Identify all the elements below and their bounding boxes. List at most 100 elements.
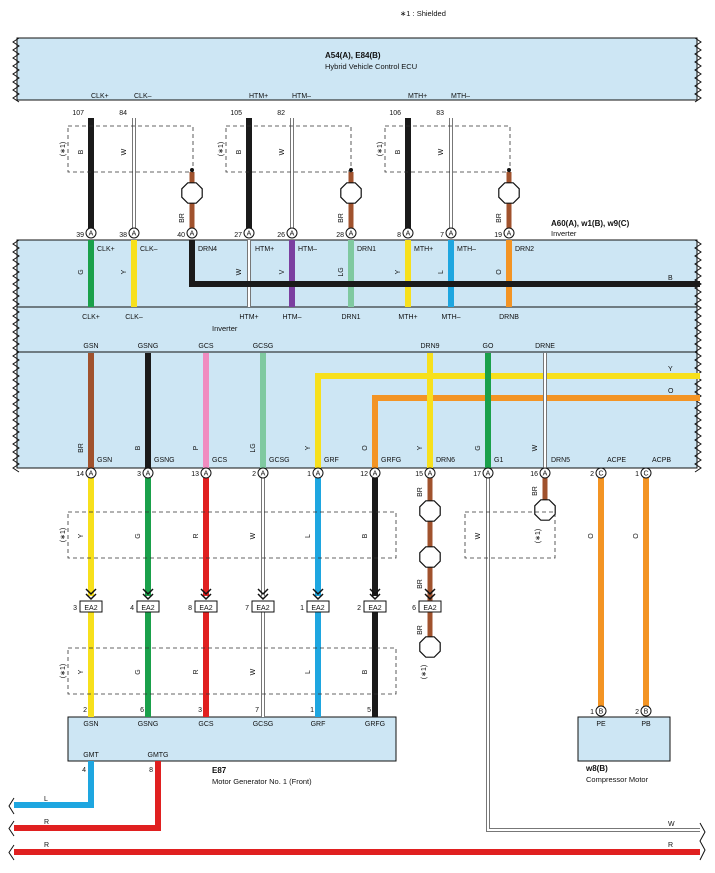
inverter-wire-color: L <box>438 270 445 274</box>
inverter-pin-number: 40 <box>177 232 185 239</box>
ea2-connector <box>418 600 442 613</box>
compressor-pin-number: 2 <box>635 709 639 716</box>
inverter-bottom-pin-conn: A <box>543 471 548 478</box>
ecu-pin-label: MTH+ <box>408 93 427 100</box>
drn5-octagon <box>534 499 556 521</box>
inverter-o-line-color: O <box>668 388 674 395</box>
lower-wire-color: Y <box>78 533 85 538</box>
inverter-bottom-label: DRN6 <box>436 457 455 464</box>
inverter-lower-wire-color: O <box>362 445 369 451</box>
inverter-bottom-pin-circle <box>369 467 381 479</box>
mg1-pin-label: GRF <box>311 721 326 728</box>
inverter-bottom-label: GSNG <box>154 457 175 464</box>
inverter-bottom-number: 2 <box>252 471 256 478</box>
shield-label: (∗1) <box>218 142 225 156</box>
shield-label: (∗1) <box>377 142 384 156</box>
inverter-pin-circle <box>85 227 97 239</box>
inverter-pin-label: HTM– <box>298 246 317 253</box>
inverter-bottom-number: 14 <box>76 471 84 478</box>
inverter-bottom-label: G1 <box>494 457 503 464</box>
ea2-pin-number: 1 <box>300 605 304 612</box>
mg1-pin-number: 1 <box>310 707 314 714</box>
g1-wire-core <box>487 478 700 831</box>
ea2-label: EA2 <box>84 605 97 612</box>
lower-wire-color: B <box>362 533 369 538</box>
inverter-bottom-pin-conn: C <box>643 471 648 478</box>
inverter-subtitle: Inverter <box>551 229 577 238</box>
lower-wire-color: L <box>305 534 312 538</box>
inverter-lower-wire-color: G <box>475 445 482 450</box>
inverter-mid-label: MTH– <box>441 314 460 321</box>
inverter-pin-label: DRN4 <box>198 246 217 253</box>
mg1-pin-label: GCS <box>198 721 214 728</box>
mg1-pin-number: 7 <box>255 707 259 714</box>
inverter-lower-top-label: GCSG <box>253 343 274 350</box>
ea2-chevron <box>369 593 381 601</box>
inverter-bottom-pin-conn: A <box>316 471 321 478</box>
lower-wire-color: W <box>250 668 257 675</box>
drain-wire-color: BR <box>179 213 186 223</box>
shield-label: (∗1) <box>60 664 67 678</box>
ecu-wire-color: B <box>395 149 402 154</box>
ecu-pin-label: MTH– <box>451 93 470 100</box>
compressor-pin-conn: B <box>644 709 649 716</box>
ecu-pin-number: 105 <box>230 110 242 117</box>
lower-wire-color: L <box>305 670 312 674</box>
inverter-bottom-pin-conn: A <box>89 471 94 478</box>
ea2-chevron <box>85 593 97 601</box>
g1-wire-color: W <box>475 532 482 539</box>
inverter-bottom-number: 17 <box>473 471 481 478</box>
inverter-pin-conn: A <box>290 231 295 238</box>
inverter-mid-label: CLK+ <box>82 314 100 321</box>
shield-box <box>225 125 352 173</box>
inverter-mid-label: DRN1 <box>341 314 360 321</box>
ea2-chevron <box>369 588 381 596</box>
compressor-pin-circle <box>595 705 607 717</box>
shield-ground-octagon <box>340 182 362 204</box>
inverter-bottom-pin-circle <box>142 467 154 479</box>
ecu-pin-number: 106 <box>389 110 401 117</box>
wire-break-left <box>8 820 15 837</box>
inverter-lower-wire-color: P <box>193 445 200 450</box>
ecu-box <box>16 37 698 101</box>
ea2-chevron <box>200 588 212 596</box>
drn6-wire-color: BR <box>417 579 424 589</box>
g1-bottom-color: W <box>668 821 675 828</box>
gmtg-wire <box>14 761 161 831</box>
ea2-label: EA2 <box>256 605 269 612</box>
compressor-pin-label: PB <box>641 721 651 728</box>
inverter-mid-label: CLK– <box>125 314 143 321</box>
mg1-bottom-number: 4 <box>82 767 86 774</box>
drn6-octagon-1 <box>419 500 441 522</box>
inverter-bottom-label: GRFG <box>381 457 401 464</box>
mg1-pin-number: 2 <box>83 707 87 714</box>
ea2-chevron <box>257 588 269 596</box>
inverter-bottom-label: ACPB <box>652 457 671 464</box>
drain-wire-color: BR <box>338 213 345 223</box>
inverter-pin-conn: A <box>406 231 411 238</box>
inverter-pin-number: 7 <box>440 232 444 239</box>
ea2-label: EA2 <box>368 605 381 612</box>
inverter-wire-color: V <box>279 269 286 274</box>
ea2-label: EA2 <box>199 605 212 612</box>
wire-break-right <box>699 822 706 861</box>
mg1-bottom-label: GMT <box>83 752 99 759</box>
inverter-bottom-number: 15 <box>415 471 423 478</box>
ecu-box-right-break <box>694 37 702 103</box>
ea2-connector <box>306 600 330 613</box>
drn6-wire-color: BR <box>417 625 424 635</box>
inverter-bottom-number: 1 <box>307 471 311 478</box>
inverter-bottom-number: 3 <box>137 471 141 478</box>
lower-wire-color: B <box>362 669 369 674</box>
shield-label: (∗1) <box>421 665 428 679</box>
inverter-bottom-label: GCSG <box>269 457 290 464</box>
inverter-mid-label: HTM+ <box>239 314 258 321</box>
inverter-pin-conn: A <box>449 231 454 238</box>
inverter-bottom-number: 2 <box>590 471 594 478</box>
gmt-wire-color: L <box>44 796 48 803</box>
bottom-red-left-color: R <box>44 842 49 849</box>
mg1-pin-number: 6 <box>140 707 144 714</box>
shield-ground-octagon <box>498 182 520 204</box>
grfg-internal-wire <box>372 395 700 468</box>
